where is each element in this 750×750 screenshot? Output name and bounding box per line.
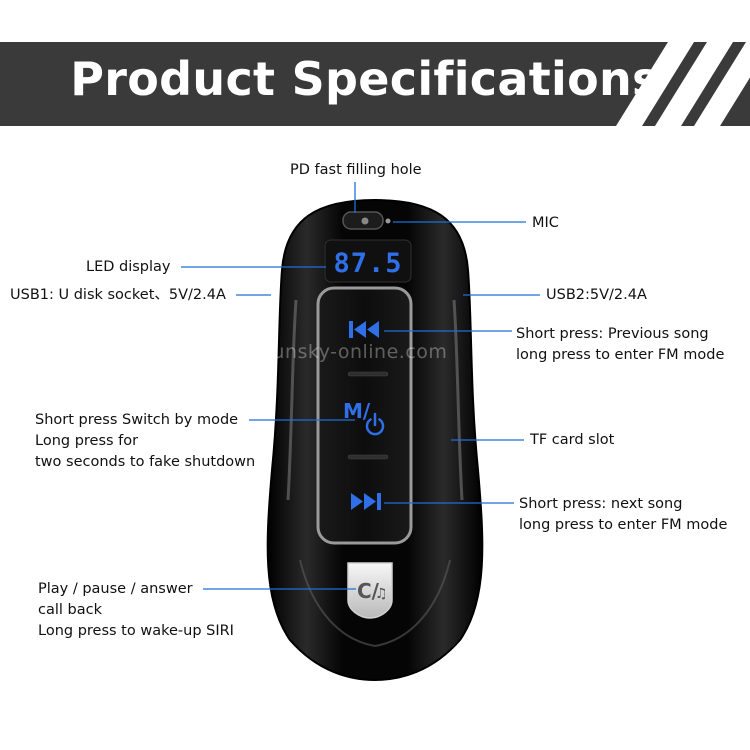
label-usb2: USB2:5V/2.4A xyxy=(546,287,647,303)
label-line: Long press for xyxy=(35,433,139,449)
mode-power-button[interactable]: M/ xyxy=(343,399,385,436)
page-title: Product Specifications xyxy=(70,52,660,106)
display-reading: 87.5 xyxy=(333,248,402,279)
label-line: Short press: next song xyxy=(519,496,683,512)
music-note-icon: ♫ xyxy=(375,586,388,602)
label-line: Play / pause / answer xyxy=(38,581,193,597)
play-call-button[interactable]: C/ ♫ xyxy=(347,562,393,619)
call-symbol: C/ xyxy=(357,579,380,603)
label-pd-port: PD fast filling hole xyxy=(290,162,422,178)
watermark: sunsky-online.com xyxy=(262,341,448,363)
label-line: long press to enter FM mode xyxy=(519,517,728,533)
label-play-pause: Play / pause / answer call back Long pre… xyxy=(38,579,234,642)
panel-divider xyxy=(347,371,389,377)
header-banner: Product Specifications xyxy=(0,42,750,126)
header-stripes xyxy=(616,42,750,126)
label-line: Short press: Previous song xyxy=(516,326,709,342)
label-line: Short press Switch by mode xyxy=(35,412,239,428)
label-line: long press to enter FM mode xyxy=(516,347,725,363)
panel-divider xyxy=(347,454,389,460)
pd-port xyxy=(342,211,384,230)
label-line: call back xyxy=(38,602,102,618)
label-line: Long press to wake-up SIRI xyxy=(38,623,234,639)
next-track-button[interactable] xyxy=(351,493,381,510)
label-next-song: Short press: next song long press to ent… xyxy=(519,494,727,536)
callout-leader-lines xyxy=(181,182,540,590)
label-line: two seconds to fake shutdown xyxy=(35,454,256,470)
mic-hole xyxy=(385,218,391,224)
label-tf-card-slot: TF card slot xyxy=(530,432,615,448)
led-display: 87.5 xyxy=(324,239,412,283)
label-previous-song: Short press: Previous song long press to… xyxy=(516,324,724,366)
mode-symbol: M/ xyxy=(343,399,371,423)
label-led-display: LED display xyxy=(86,259,171,275)
label-usb1: USB1: U disk socket、5V/2.4A xyxy=(10,287,226,303)
control-panel xyxy=(316,286,413,545)
previous-track-button[interactable] xyxy=(349,321,379,338)
label-mode-switch: Short press Switch by mode Long press fo… xyxy=(35,410,255,473)
label-mic: MIC xyxy=(532,215,559,231)
